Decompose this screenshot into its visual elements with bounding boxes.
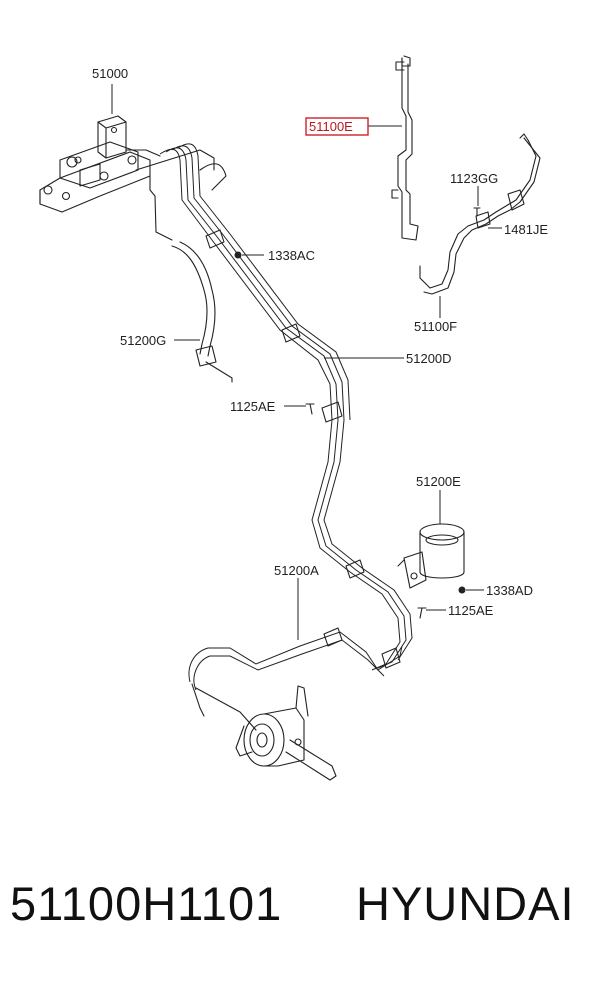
- fastener-1123GG: [473, 207, 481, 217]
- tube-51100F: [419, 133, 541, 295]
- label-51200E: 51200E: [416, 474, 461, 489]
- fastener-1125AE-bottom: [417, 607, 427, 619]
- label-51100E: 51100E: [309, 119, 353, 134]
- label-1125AE-bottom: 1125AE: [448, 603, 494, 618]
- label-51100F: 51100F: [414, 319, 457, 334]
- fastener-1338AC: [234, 251, 242, 259]
- label-1125AE-top: 1125AE: [230, 399, 276, 414]
- brake-line-51200A: [188, 627, 403, 781]
- fastener-1338AD: [458, 586, 466, 594]
- brand-name: HYUNDAI: [356, 877, 575, 930]
- brake-line-diagram: 51000 51100E 1123GG 1481JE 1338AC 51100F…: [39, 55, 548, 781]
- brake-hose-51200G: [171, 241, 233, 383]
- label-1338AC: 1338AC: [268, 248, 315, 263]
- label-1123GG: 1123GG: [450, 171, 498, 186]
- bracket-51100E: [391, 55, 419, 241]
- label-1481JE: 1481JE: [504, 222, 548, 237]
- brake-master-cylinder-assembly: [39, 115, 215, 241]
- part-number: 51100H1101: [10, 877, 283, 930]
- highlight-box-51100E: [305, 117, 369, 136]
- brake-line-51200D: [159, 143, 413, 671]
- label-51200A: 51200A: [274, 563, 319, 578]
- canister-51200E: [397, 523, 465, 589]
- fastener-1125AE-top: [305, 403, 315, 415]
- label-51200D: 51200D: [406, 351, 452, 366]
- footer-caption: 51100H1101 HYUNDAI: [0, 876, 600, 946]
- label-1338AD: 1338AD: [486, 583, 533, 598]
- leader-lines: [111, 84, 502, 640]
- label-51000: 51000: [92, 66, 128, 81]
- label-51200G: 51200G: [120, 333, 166, 348]
